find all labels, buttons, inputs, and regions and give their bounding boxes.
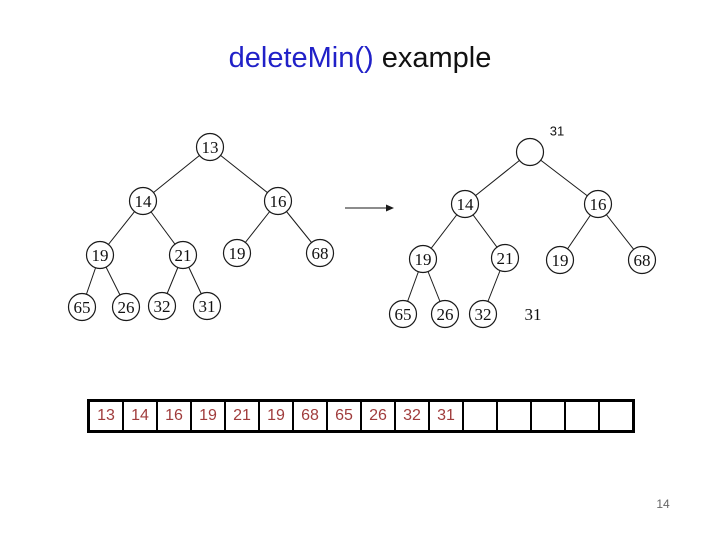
tree-node-before-delete-31: 31 <box>192 291 222 321</box>
detached-value-label: 31 <box>525 305 542 324</box>
array-cell: 26 <box>362 402 396 430</box>
tree-node-value: 16 <box>270 192 287 211</box>
title-function-name: deleteMin() <box>228 42 374 74</box>
tree-node-after-delete-26: 26 <box>430 299 460 329</box>
array-cell-empty <box>464 402 498 430</box>
tree-node-value: 32 <box>475 305 492 324</box>
transition-arrow-head <box>386 204 394 212</box>
tree-node-after-delete-65: 65 <box>388 299 418 329</box>
array-cell: 13 <box>90 402 124 430</box>
array-cell: 14 <box>124 402 158 430</box>
array-cell-empty <box>566 402 600 430</box>
tree-node-before-delete-14: 14 <box>128 186 158 216</box>
detached-value-label: 31 <box>550 124 564 139</box>
array-cell-empty <box>498 402 532 430</box>
tree-node-before-delete-13: 13 <box>195 132 225 162</box>
tree-edge <box>209 146 279 202</box>
tree-node-value: 26 <box>437 305 454 324</box>
tree-node-circle <box>430 299 460 329</box>
tree-node-value: 14 <box>135 192 153 211</box>
tree-node-circle <box>128 186 158 216</box>
tree-node-circle <box>263 186 293 216</box>
tree-node-circle <box>388 299 418 329</box>
tree-node-before-delete-21: 21 <box>168 240 198 270</box>
tree-node-before-delete-32: 32 <box>147 291 177 321</box>
array-cell: 32 <box>396 402 430 430</box>
slide-title: deleteMin() example <box>0 42 720 75</box>
tree-node-circle <box>222 238 252 268</box>
title-rest: example <box>373 42 492 74</box>
tree-node-after-delete-16: 16 <box>583 189 613 219</box>
tree-node-before-delete-19: 19 <box>85 240 115 270</box>
tree-node-value: 21 <box>175 246 192 265</box>
tree-node-after-delete-19: 19 <box>408 244 438 274</box>
tree-node-circle <box>627 245 657 275</box>
tree-node-after-delete-21: 21 <box>490 243 520 273</box>
tree-node-value: 16 <box>590 195 607 214</box>
tree-node-circle <box>583 189 613 219</box>
array-cell: 65 <box>328 402 362 430</box>
tree-node-before-delete-68: 68 <box>305 238 335 268</box>
tree-node-before-delete-19: 19 <box>222 238 252 268</box>
array-cell: 19 <box>260 402 294 430</box>
tree-node-circle <box>490 243 520 273</box>
tree-node-before-delete-26: 26 <box>111 292 141 322</box>
tree-node-circle <box>515 137 545 167</box>
tree-node-value: 19 <box>229 244 246 263</box>
tree-node-circle <box>545 245 575 275</box>
array-cell: 19 <box>192 402 226 430</box>
tree-node-circle <box>195 132 225 162</box>
tree-node-circle <box>450 189 480 219</box>
tree-edge <box>529 151 599 205</box>
tree-node-before-delete-65: 65 <box>67 292 97 322</box>
tree-node-value: 19 <box>92 246 109 265</box>
tree-node-value: 68 <box>312 244 329 263</box>
tree-node-before-delete-16: 16 <box>263 186 293 216</box>
tree-node-circle <box>168 240 198 270</box>
tree-node-value: 14 <box>457 195 475 214</box>
array-cell-empty <box>600 402 632 430</box>
tree-node-value: 65 <box>395 305 412 324</box>
tree-node-value: 65 <box>74 298 91 317</box>
array-cell: 16 <box>158 402 192 430</box>
tree-edge <box>142 146 211 202</box>
array-cell-empty <box>532 402 566 430</box>
tree-node-value: 31 <box>199 297 216 316</box>
tree-node-value: 13 <box>202 138 219 157</box>
array-cell: 21 <box>226 402 260 430</box>
tree-node-after-delete-empty <box>515 137 545 167</box>
tree-node-circle <box>192 291 222 321</box>
tree-node-after-delete-32: 32 <box>468 299 498 329</box>
page-number: 14 <box>656 497 670 511</box>
array-cell: 31 <box>430 402 464 430</box>
tree-node-value: 19 <box>552 251 569 270</box>
tree-node-circle <box>147 291 177 321</box>
tree-node-circle <box>408 244 438 274</box>
tree-node-circle <box>468 299 498 329</box>
tree-node-after-delete-68: 68 <box>627 245 657 275</box>
tree-node-value: 26 <box>118 298 135 317</box>
tree-node-value: 32 <box>154 297 171 316</box>
heap-trees-diagram: 13 14 16 19 21 19 68 65 26 32 31 14 16 19 21 19 68 65 26 32… <box>67 124 657 329</box>
tree-node-value: 21 <box>497 249 514 268</box>
tree-node-after-delete-14: 14 <box>450 189 480 219</box>
tree-node-circle <box>305 238 335 268</box>
tree-node-circle <box>111 292 141 322</box>
tree-node-circle <box>67 292 97 322</box>
tree-node-value: 68 <box>634 251 651 270</box>
tree-node-value: 19 <box>415 250 432 269</box>
tree-node-after-delete-19: 19 <box>545 245 575 275</box>
array-cell: 68 <box>294 402 328 430</box>
tree-node-circle <box>85 240 115 270</box>
